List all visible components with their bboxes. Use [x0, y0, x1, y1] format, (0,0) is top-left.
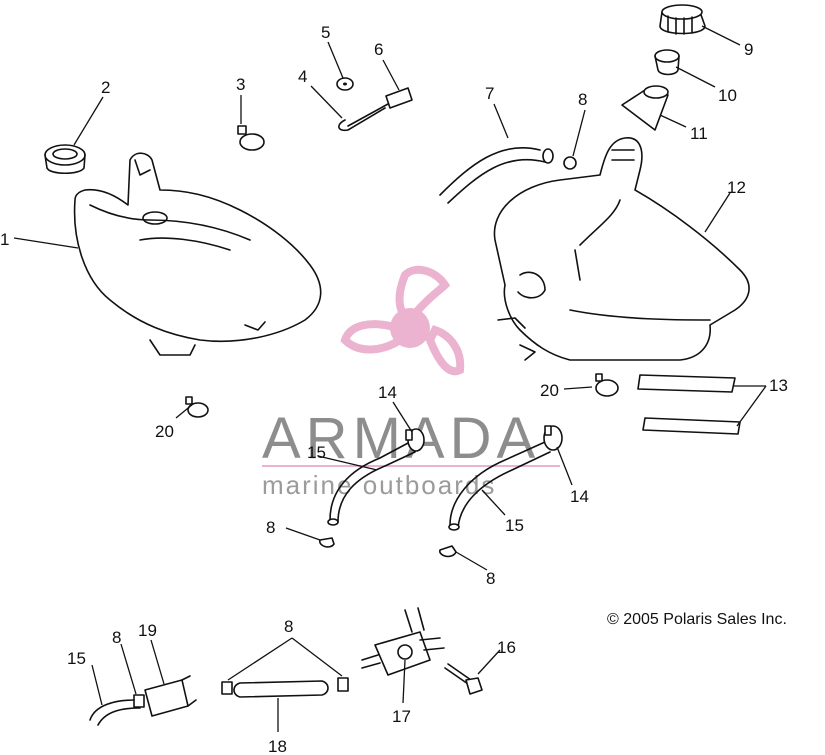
copyright-text: © 2005 Polaris Sales Inc.	[607, 611, 787, 628]
part-12-tank	[493, 137, 750, 361]
callout-11: 11	[690, 124, 708, 143]
part-17-valve	[361, 607, 445, 676]
callout-3: 3	[236, 75, 245, 94]
callout-9: 9	[744, 40, 753, 59]
callout-8-mid-left: 8	[266, 518, 275, 537]
part-4-strap	[338, 103, 389, 132]
part-8-clamp-mid-right	[439, 545, 457, 558]
part-20-bolt-left	[185, 396, 209, 418]
callout-14-left: 14	[378, 383, 397, 402]
callout-10: 10	[718, 86, 737, 105]
callout-2: 2	[101, 78, 110, 97]
part-16-screw	[444, 663, 483, 695]
callout-18: 18	[268, 737, 287, 755]
part-10-gasket	[654, 49, 680, 76]
propeller-logo-icon	[340, 265, 465, 376]
part-8-clamp-hose-right	[337, 677, 349, 692]
callout-20-left: 20	[155, 422, 174, 441]
callout-17: 17	[392, 707, 411, 726]
part-20-bolt-right	[595, 373, 619, 397]
callout-12: 12	[727, 178, 746, 197]
callout-6: 6	[374, 40, 383, 59]
part-8-clamp-hose-left	[221, 681, 233, 695]
callout-8-bottom: 8	[112, 628, 121, 647]
part-1-shroud	[73, 152, 322, 356]
part-13-strips	[637, 374, 741, 435]
part-5-washer	[336, 77, 354, 91]
watermark-subtitle: marine outboards	[262, 470, 496, 500]
part-8-clamp-bottom-left	[133, 694, 145, 708]
leader-lines	[13, 25, 767, 732]
part-14-clamp-right	[543, 425, 563, 451]
part-3-bolt	[237, 125, 265, 151]
callout-4: 4	[298, 67, 307, 86]
callout-19: 19	[138, 621, 157, 640]
part-18-hose	[233, 680, 329, 698]
watermark-logo: ARMADA marine outboards	[262, 265, 560, 500]
part-9-cap	[659, 4, 706, 35]
part-15-fuel-line-left	[327, 441, 416, 526]
callout-5: 5	[321, 23, 330, 42]
callout-16: 16	[497, 638, 516, 657]
part-2-ring	[44, 144, 86, 175]
part-8-clamp-top	[563, 156, 577, 170]
part-15-fuel-line-right	[448, 441, 551, 531]
callout-8-hose: 8	[284, 617, 293, 636]
callout-1: 1	[0, 230, 9, 249]
callout-15-bottom: 15	[67, 649, 86, 668]
part-14-clamp-left	[405, 428, 425, 452]
callout-8-mid-right: 8	[486, 569, 495, 588]
callout-14-right: 14	[570, 487, 589, 506]
callout-8-top: 8	[578, 90, 587, 109]
callout-labels: 1 2 3 4 5 6 7 8 9 10 11 12 13 20 20 14 1…	[0, 23, 788, 755]
callout-7: 7	[485, 84, 494, 103]
part-8-clamp-mid-left	[319, 537, 335, 548]
part-15-fuel-line-bottom	[89, 699, 141, 726]
callout-13: 13	[769, 376, 788, 395]
callout-15-left: 15	[307, 443, 326, 462]
callout-15-right: 15	[505, 516, 524, 535]
part-19-filter	[144, 675, 197, 717]
callout-20-right: 20	[540, 381, 559, 400]
part-6-clip	[385, 87, 413, 109]
part-7-hose	[439, 146, 554, 204]
part-11-filler-neck	[621, 85, 669, 131]
